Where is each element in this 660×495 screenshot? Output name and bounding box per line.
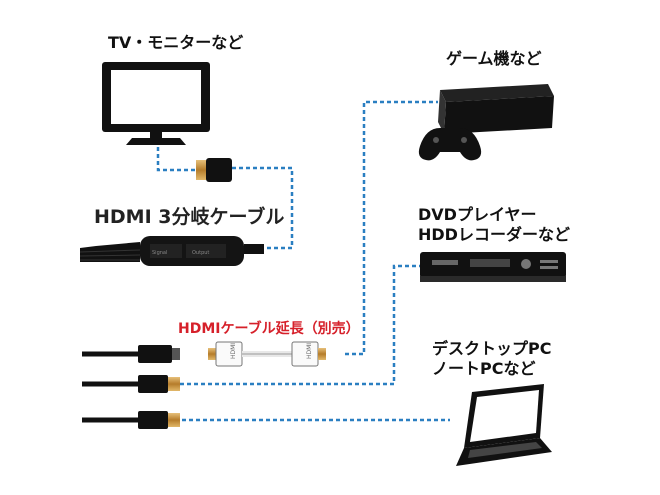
pc-label-line2: ノートPCなど xyxy=(432,359,536,378)
game-label: ゲーム機など xyxy=(446,49,542,68)
game-console-icon xyxy=(418,84,554,161)
svg-text:HDMI: HDMI xyxy=(306,343,313,359)
link-dvd xyxy=(180,264,420,386)
link-tv xyxy=(156,140,196,172)
laptop-icon xyxy=(456,384,552,466)
svg-text:Signal: Signal xyxy=(152,250,167,256)
tv-monitor-icon xyxy=(102,62,210,145)
extension-cable: HDMI HDMI xyxy=(208,341,326,367)
extension-label: HDMIケーブル延長（別売） xyxy=(178,321,360,337)
dvd-label-line2: HDDレコーダーなど xyxy=(418,225,570,244)
svg-text:Output: Output xyxy=(192,250,209,256)
pc-label-line1: デスクトップPC xyxy=(432,339,552,358)
splitter-cable: Signal Output xyxy=(79,158,264,266)
dvd-label-line1: DVDプレイヤー xyxy=(418,205,537,224)
tv-label: TV・モニターなど xyxy=(108,33,244,52)
output-cables xyxy=(82,345,180,429)
link-lines xyxy=(156,100,450,422)
cable-label: HDMI 3分岐ケーブル xyxy=(94,206,285,228)
link-cable-loop xyxy=(232,166,294,250)
link-game xyxy=(345,100,438,356)
svg-text:HDMI: HDMI xyxy=(230,343,237,359)
dvd-player-icon xyxy=(420,252,566,282)
